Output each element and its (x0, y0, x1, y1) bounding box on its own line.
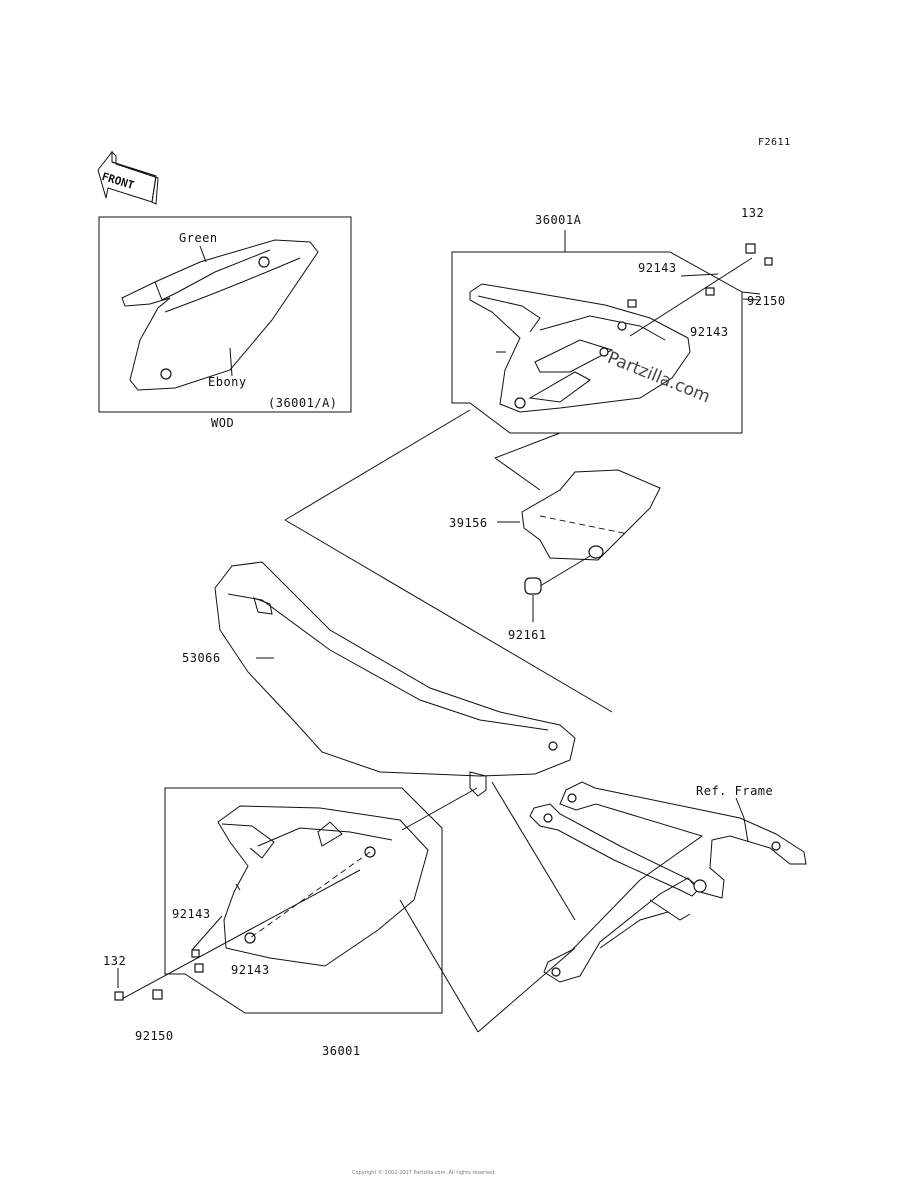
label-damper: 92161 (508, 628, 547, 642)
cover-right-group-outline (451, 251, 743, 434)
inset-color-body: Ebony (208, 375, 247, 389)
pad-39156 (521, 469, 661, 561)
cover-left (217, 805, 429, 967)
label-collar-top-b: 92143 (690, 325, 729, 339)
label-pad: 39156 (449, 516, 488, 530)
seat-53066 (214, 561, 576, 797)
label-bolt-top: 132 (741, 206, 765, 220)
inset-side-cover (121, 239, 319, 391)
label-bolt-bottom: 132 (103, 954, 127, 968)
label-nut-bottom: 92150 (135, 1029, 174, 1043)
copyright: Copyright © 2002-2017 Partzilla.com. All… (352, 1170, 496, 1176)
cover-right (469, 283, 691, 413)
inset-model: WOD (211, 416, 235, 430)
inset-color-top: Green (179, 231, 218, 245)
label-cover-right: 36001A (535, 213, 582, 227)
front-arrow-icon (97, 150, 159, 205)
inset-part-ref: (36001/A) (268, 396, 338, 410)
label-nut-top: 92150 (747, 294, 786, 308)
label-cover-left: 36001 (322, 1044, 361, 1058)
label-frame-ref: Ref. Frame (696, 784, 774, 798)
subframe (529, 781, 807, 983)
inset-frame (98, 216, 352, 413)
label-collar-bottom-b: 92143 (231, 963, 270, 977)
label-collar-top-a: 92143 (638, 261, 677, 275)
label-seat: 53066 (182, 651, 221, 665)
figure-code: F2611 (758, 137, 791, 148)
label-collar-bottom-a: 92143 (172, 907, 211, 921)
